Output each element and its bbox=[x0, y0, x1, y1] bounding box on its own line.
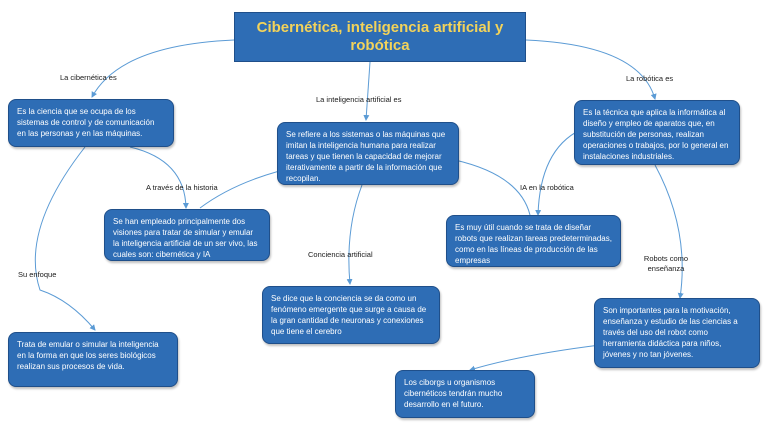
line-title-robotica bbox=[525, 39, 657, 100]
label-robotica: La robótica es bbox=[626, 74, 674, 83]
label-cibernetica: La cibernética es bbox=[60, 73, 117, 82]
box-conciencia: Se dice que la conciencia se da como un … bbox=[262, 286, 440, 344]
label-inteligencia: La inteligencia artificial es bbox=[316, 95, 402, 104]
line-cibernetica-enfoque bbox=[34, 146, 96, 331]
map-title-text: Cibernética, inteligencia artificial y r… bbox=[256, 19, 504, 54]
line-title-ia bbox=[363, 61, 371, 121]
box-cibernetica-definicion: Es la ciencia que se ocupa de los sistem… bbox=[8, 99, 174, 147]
map-title: Cibernética, inteligencia artificial y r… bbox=[234, 12, 526, 62]
label-conciencia: Conciencia artificial bbox=[308, 250, 373, 259]
line-robotica-iarobotica bbox=[535, 129, 581, 216]
label-enfoque: Su enfoque bbox=[18, 270, 57, 279]
box-ciborgs: Los ciborgs u organismos cibernéticos te… bbox=[395, 370, 535, 418]
label-ia-robotica: IA en la robótica bbox=[520, 183, 574, 192]
line-robots-ciborgs bbox=[469, 344, 601, 372]
box-robots-ensenanza: Son importantes para la motivación, ense… bbox=[594, 298, 760, 368]
box-enfoque: Trata de emular o simular la inteligenci… bbox=[8, 332, 178, 387]
box-historia: Se han empleado principalmente dos visio… bbox=[104, 209, 270, 261]
line-cibernetica-historia bbox=[129, 146, 189, 209]
line-title-cibernetica bbox=[91, 39, 235, 98]
label-historia: A través de la historia bbox=[146, 183, 218, 192]
box-ia-robotica: Es muy útil cuando se trata de diseñar r… bbox=[446, 215, 621, 267]
line-robotica-robots bbox=[654, 164, 684, 299]
box-ia-definicion: Se refiere a los sistemas o las máquinas… bbox=[277, 122, 459, 185]
label-robots-ensenanza: Robots como enseñanza bbox=[643, 254, 689, 273]
line-ia-conciencia bbox=[346, 184, 363, 285]
line-ia-iarobotica bbox=[454, 159, 531, 216]
box-robotica-definicion: Es la técnica que aplica la informática … bbox=[574, 100, 740, 165]
